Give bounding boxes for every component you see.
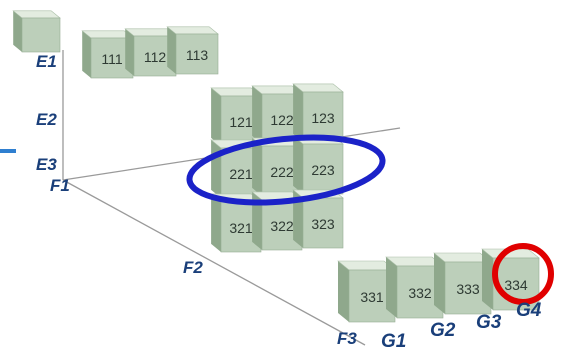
- cube-side-face: [293, 189, 303, 248]
- axis-label-f1: F1: [50, 176, 70, 195]
- cube-label-322: 322: [270, 218, 294, 234]
- cube-side-face: [293, 135, 303, 194]
- cube-side-face: [338, 261, 349, 322]
- cube-front-face: [302, 197, 344, 249]
- cube-label-222: 222: [270, 164, 294, 180]
- cube-label-122: 122: [270, 112, 294, 128]
- cube-label-333: 333: [456, 281, 480, 297]
- cube-side-face: [125, 28, 134, 76]
- axis-label-e2: E2: [36, 110, 57, 129]
- cube-side-face: [82, 30, 91, 78]
- cube-label-221: 221: [229, 166, 253, 182]
- cube-front-face: [21, 17, 61, 53]
- red-highlight-circle: [492, 243, 554, 305]
- cube-side-face: [252, 85, 262, 144]
- cube-label-331: 331: [360, 289, 384, 305]
- cube-123: 123: [292, 83, 344, 143]
- cube-side-face: [293, 83, 303, 142]
- cube-top-face: [12, 10, 61, 19]
- axis-label-g3: G3: [476, 312, 502, 333]
- cube-label-332: 332: [408, 285, 432, 301]
- cube-label-111: 111: [101, 51, 122, 67]
- cube-label-323: 323: [311, 216, 335, 232]
- axis-label-f3: F3: [337, 329, 357, 348]
- cube-side-face: [211, 193, 221, 252]
- axis-label-e3: E3: [36, 155, 57, 174]
- corner-cube: [12, 10, 61, 53]
- axis-label-g2: G2: [430, 320, 456, 341]
- cube-113: 113: [166, 26, 219, 75]
- cube-grid: 111 112 113 121 122 123 221 222 223 321 322 323 331 3…: [81, 26, 540, 323]
- cube-label-112: 112: [144, 49, 167, 65]
- cube-label-334: 334: [504, 277, 528, 293]
- cube-top-face: [166, 26, 219, 35]
- cube-side-face: [386, 257, 397, 318]
- axis-label-f2: F2: [183, 258, 203, 277]
- axis-label-g1: G1: [381, 331, 407, 352]
- depth-axis: [62, 179, 366, 346]
- axis-label-g4: G4: [516, 300, 542, 321]
- cube-side-face: [482, 249, 493, 310]
- axis-label-e1: E1: [36, 52, 57, 71]
- cube-side-face: [167, 26, 176, 74]
- cube-front-face: [175, 33, 219, 75]
- cube-side-face: [211, 87, 221, 146]
- cube-label-121: 121: [229, 114, 253, 130]
- cube-side-face: [211, 139, 221, 198]
- cube-label-123: 123: [311, 110, 335, 126]
- cube-front-face: [302, 91, 344, 143]
- corner-cube-shape: [12, 10, 61, 53]
- cube-label-113: 113: [186, 47, 209, 63]
- edge-marker: [0, 149, 16, 153]
- cube-side-face: [252, 191, 262, 250]
- cube-side-face: [13, 10, 22, 53]
- cube-side-face: [434, 253, 445, 314]
- blue-highlight-ellipse: [186, 134, 386, 206]
- cube-label-223: 223: [311, 162, 335, 178]
- cube-front-face: [302, 143, 344, 195]
- cube-side-face: [252, 137, 262, 196]
- cube-223: 223: [292, 135, 344, 195]
- cube-label-321: 321: [229, 220, 253, 236]
